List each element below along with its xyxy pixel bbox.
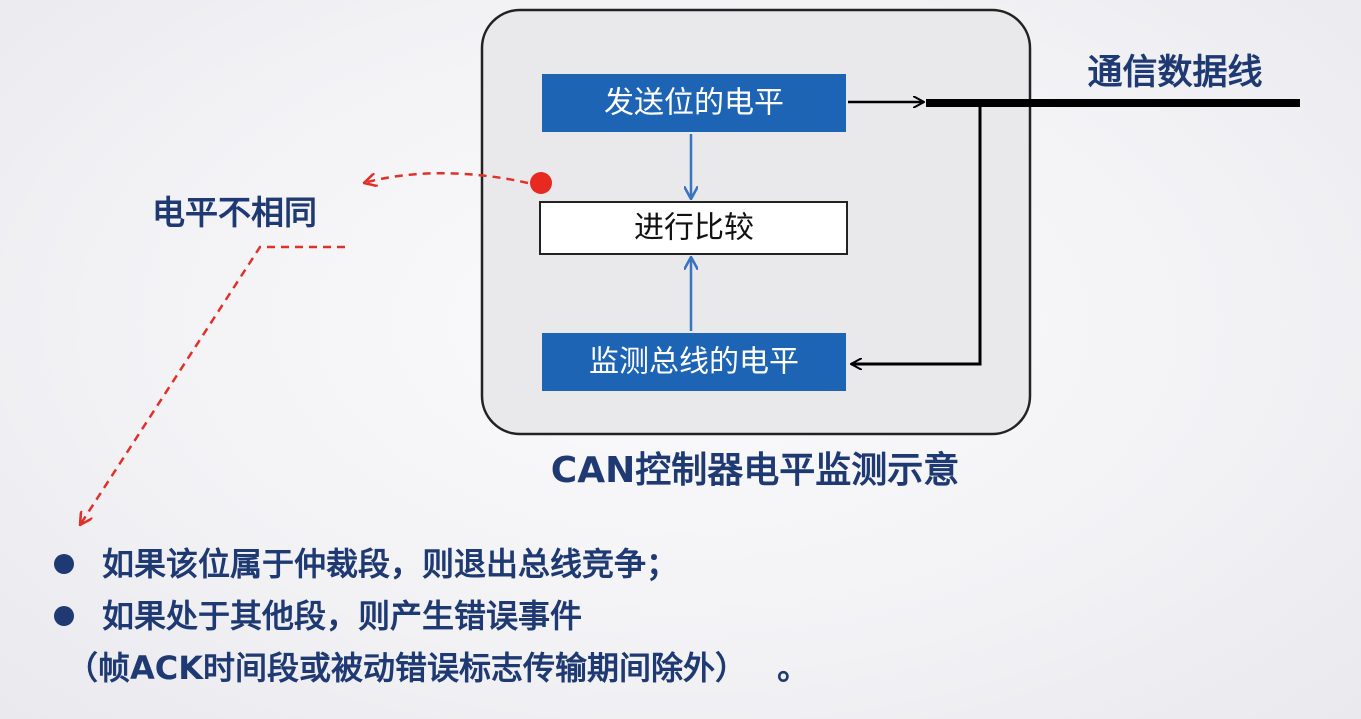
send-level-label: 发送位的电平	[604, 86, 784, 121]
bullet-dot-icon	[54, 554, 74, 574]
compare-label: 进行比较	[634, 211, 754, 246]
bus-feedback-arrow	[851, 106, 982, 364]
compare-box: 进行比较	[539, 201, 848, 255]
bullet-item: 如果处于其他段，则产生错误事件	[52, 590, 1342, 642]
exception-note-text: （帧ACK时间段或被动错误标志传输期间除外）	[66, 649, 748, 687]
exception-note: （帧ACK时间段或被动错误标志传输期间除外） 。	[52, 642, 1342, 694]
monitor-level-label: 监测总线的电平	[589, 345, 799, 380]
bullet-item: 如果该位属于仲裁段，则退出总线竞争；	[52, 538, 1342, 590]
diagram-caption: CAN控制器电平监测示意	[551, 450, 959, 491]
bullet-dot-icon	[54, 606, 74, 626]
monitor-level-box: 监测总线的电平	[542, 333, 846, 391]
bullet-text: 如果处于其他段，则产生错误事件	[102, 597, 583, 635]
exception-note-end: 。	[777, 649, 810, 687]
send-level-box: 发送位的电平	[542, 74, 846, 132]
mismatch-to-bullets-arrow	[80, 245, 345, 525]
bus-label: 通信数据线	[1087, 53, 1262, 93]
bullet-list: 如果该位属于仲裁段，则退出总线竞争； 如果处于其他段，则产生错误事件 （帧ACK…	[52, 538, 1342, 694]
mismatch-label: 电平不相同	[152, 193, 317, 232]
bullet-text: 如果该位属于仲裁段，则退出总线竞争；	[102, 545, 679, 583]
compare-result-dot	[530, 172, 552, 194]
mismatch-arrow	[364, 172, 529, 183]
